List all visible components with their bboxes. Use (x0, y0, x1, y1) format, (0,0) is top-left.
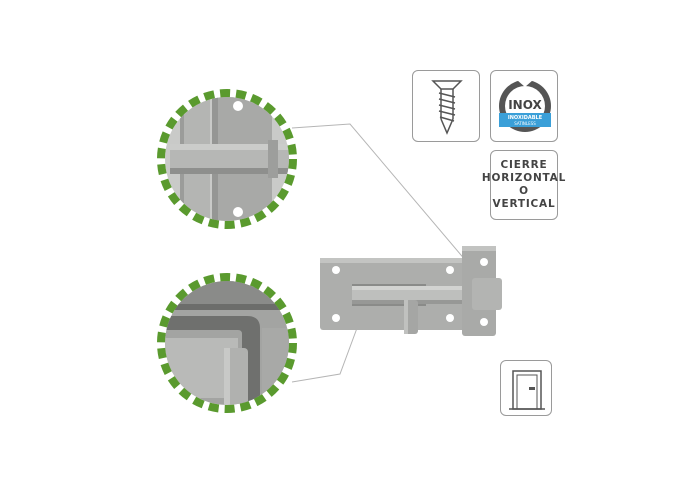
screw-card (412, 70, 480, 142)
inox-sub-label-1: INOXIDABLE (507, 115, 543, 121)
mounting-card: CIERRE HORIZONTAL O VERTICAL (482, 150, 565, 220)
zoom-detail-top (157, 89, 297, 229)
screw-icon (431, 80, 463, 135)
door-icon (509, 370, 545, 410)
mounting-line-3: O VERTICAL (492, 185, 556, 210)
barrel-bolt-product (320, 246, 502, 336)
mounting-line-2: HORIZONTAL (481, 172, 567, 184)
mounting-line-1: CIERRE (500, 159, 548, 171)
inox-sub-label-2: SATINLESS (514, 121, 536, 126)
door-card (500, 360, 552, 416)
inox-badge (499, 80, 551, 132)
inox-label: INOX (508, 98, 542, 112)
zoom-detail-bottom (157, 273, 297, 413)
inox-card: INOX INOXIDABLE SATINLESS (490, 70, 558, 142)
